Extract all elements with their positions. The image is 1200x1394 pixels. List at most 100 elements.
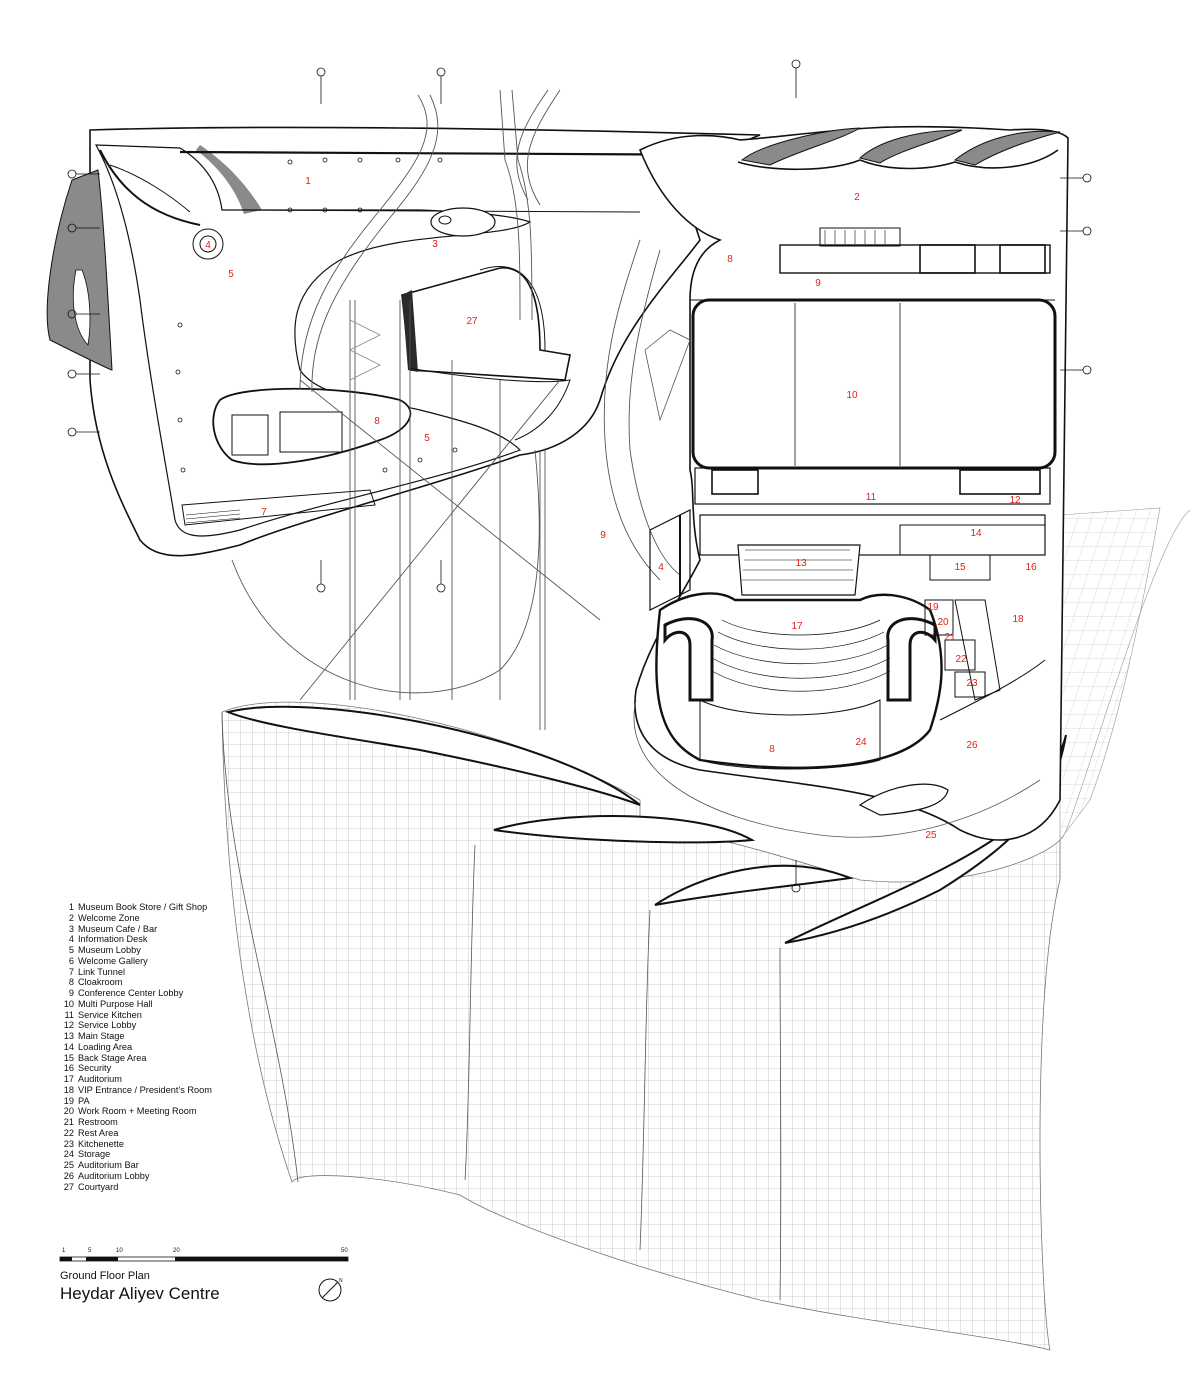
room-number-label: 11 xyxy=(866,492,877,503)
room-number-label: 22 xyxy=(955,654,967,665)
room-number-label: 2 xyxy=(854,192,860,203)
legend-number: 5 xyxy=(68,945,74,955)
drawing-title: Heydar Aliyev Centre xyxy=(60,1284,220,1303)
legend-label: Service Kitchen xyxy=(78,1009,142,1020)
room-number-label: 21 xyxy=(944,632,956,643)
room-number-label: 23 xyxy=(966,678,978,689)
legend-item: 18 VIP Entrance / President's Room xyxy=(62,1085,212,1096)
legend-number: 2 xyxy=(68,912,74,923)
legend-label: Museum Lobby xyxy=(78,945,141,955)
legend-number: 21 xyxy=(63,1117,74,1127)
legend-number: 16 xyxy=(63,1063,74,1074)
legend-number: 11 xyxy=(64,1009,74,1020)
north-arrow-icon: N xyxy=(318,1278,343,1302)
legend-label: Information Desk xyxy=(78,934,148,945)
legend-label: Kitchenette xyxy=(78,1138,124,1149)
legend-label: Museum Cafe / Bar xyxy=(78,923,158,934)
legend-item: 17 Auditorium xyxy=(62,1074,212,1085)
svg-text:N: N xyxy=(339,1278,343,1284)
legend-item: 19 PA xyxy=(62,1096,212,1107)
legend-label: Storage xyxy=(78,1149,111,1160)
scale-label-5: 5 xyxy=(88,1248,92,1254)
roof-grid-shell-right xyxy=(1059,507,1161,841)
room-number-label: 15 xyxy=(954,562,966,573)
courtyard xyxy=(401,267,571,381)
drawing-subtitle: Ground Floor Plan xyxy=(60,1270,150,1282)
scale-bar xyxy=(59,1256,349,1262)
legend-label: Welcome Gallery xyxy=(78,955,148,966)
room-number-label: 18 xyxy=(1012,614,1024,625)
scale-label-50: 50 xyxy=(341,1248,348,1254)
room-number-label: 24 xyxy=(855,737,867,748)
legend-number: 22 xyxy=(63,1127,74,1138)
legend-item: 20 Work Room + Meeting Room xyxy=(62,1106,212,1117)
room-number-label: 9 xyxy=(600,530,606,541)
legend-item: 21 Restroom xyxy=(62,1117,212,1128)
legend-label: Auditorium Lobby xyxy=(78,1170,150,1181)
legend-label: Service Lobby xyxy=(78,1020,137,1031)
room-number-label: 5 xyxy=(228,269,234,280)
legend-item: 26 Auditorium Lobby xyxy=(62,1171,212,1182)
legend-item: 2 Welcome Zone xyxy=(62,913,212,924)
multi-purpose-hall xyxy=(691,298,1057,470)
room-number-label: 16 xyxy=(1025,562,1037,573)
legend-label: Auditorium Bar xyxy=(78,1160,139,1170)
room-number-label: 27 xyxy=(466,316,478,327)
room-number-label: 20 xyxy=(937,617,949,628)
legend-label: Museum Book Store / Gift Shop xyxy=(78,902,208,912)
legend-number: 3 xyxy=(68,923,74,934)
room-number-label: 4 xyxy=(658,562,664,573)
legend-label: Loading Area xyxy=(78,1041,133,1052)
room-number-label: 10 xyxy=(846,390,858,401)
legend-item: 3 Museum Cafe / Bar xyxy=(62,924,212,935)
legend-number: 18 xyxy=(63,1084,74,1095)
room-number-label: 8 xyxy=(374,416,380,427)
legend-label: Welcome Zone xyxy=(78,912,140,923)
legend-label: PA xyxy=(78,1095,90,1106)
legend-item: 16 Security xyxy=(62,1063,212,1074)
legend-number: 20 xyxy=(63,1106,74,1117)
legend-item: 5 Museum Lobby xyxy=(62,945,212,956)
room-number-label: 26 xyxy=(966,740,978,751)
legend-number: 9 xyxy=(68,988,74,998)
legend-label: Back Stage Area xyxy=(78,1052,147,1063)
gridline-markers xyxy=(67,59,1092,893)
room-number-label: 25 xyxy=(925,830,937,841)
legend-item: 11 Service Kitchen xyxy=(62,1010,212,1021)
legend-number: 17 xyxy=(63,1074,74,1084)
legend-label: Auditorium xyxy=(78,1074,122,1084)
legend-label: Courtyard xyxy=(78,1181,119,1192)
scale-label-1: 1 xyxy=(62,1248,66,1254)
legend-label: Security xyxy=(78,1063,112,1074)
legend-number: 12 xyxy=(63,1020,74,1031)
legend-number: 24 xyxy=(63,1149,74,1160)
shell-folds xyxy=(224,705,1067,944)
legend-number: 8 xyxy=(68,977,74,988)
legend-number: 26 xyxy=(63,1170,74,1181)
room-number-label: 9 xyxy=(815,278,821,289)
legend-label: Work Room + Meeting Room xyxy=(78,1106,197,1117)
auditorium-bar xyxy=(858,783,949,816)
room-number-label: 17 xyxy=(791,621,803,632)
legend-item: 12 Service Lobby xyxy=(62,1020,212,1031)
legend-label: Rest Area xyxy=(78,1127,119,1138)
room-number-label: 13 xyxy=(795,558,807,569)
legend-item: 22 Rest Area xyxy=(62,1128,212,1139)
legend-label: Restroom xyxy=(78,1117,118,1127)
legend-number: 19 xyxy=(63,1095,74,1106)
legend-label: Cloakroom xyxy=(78,977,123,988)
room-number-label: 4 xyxy=(205,240,211,251)
legend-label: VIP Entrance / President's Room xyxy=(78,1084,212,1095)
room-number-label: 7 xyxy=(261,507,267,518)
legend-number: 10 xyxy=(63,998,74,1009)
room-number-label: 3 xyxy=(432,239,438,250)
